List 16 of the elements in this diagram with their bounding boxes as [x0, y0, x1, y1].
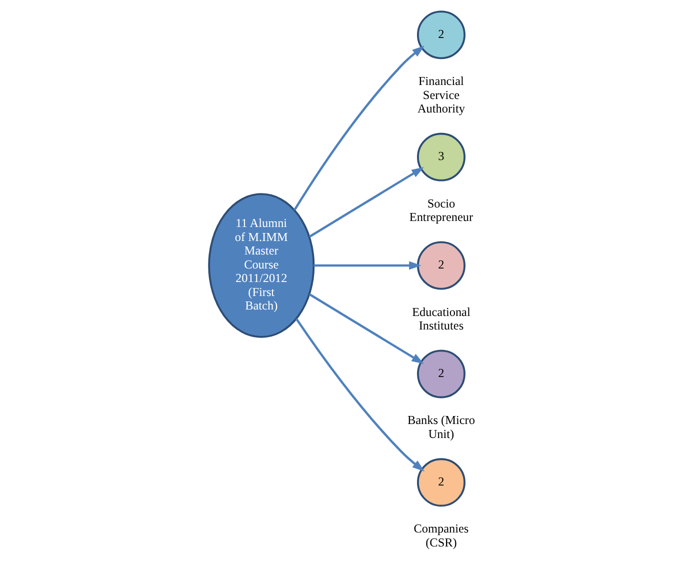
arrow	[296, 318, 425, 472]
node-circle: 3	[416, 132, 466, 182]
node-circle: 2	[416, 350, 466, 398]
arrow	[308, 167, 424, 238]
node-circle: 2	[416, 10, 466, 60]
arrow	[314, 261, 422, 270]
node-ellipse: 11 Alumni of M.IMM Master Course 2011/2012 (First Batch)	[208, 193, 315, 338]
arrow	[308, 293, 424, 364]
node-label: Financial Service Authority	[417, 74, 465, 116]
node-label: Educational Institutes	[412, 304, 470, 333]
node-label: Socio Entrepreneur	[409, 196, 474, 224]
node-circle: 2	[416, 458, 466, 507]
node-circle: 2	[416, 241, 466, 290]
arrow	[294, 46, 424, 211]
node-label: Companies (CSR)	[414, 522, 469, 550]
node-label: Banks (Micro Unit)	[408, 413, 475, 441]
